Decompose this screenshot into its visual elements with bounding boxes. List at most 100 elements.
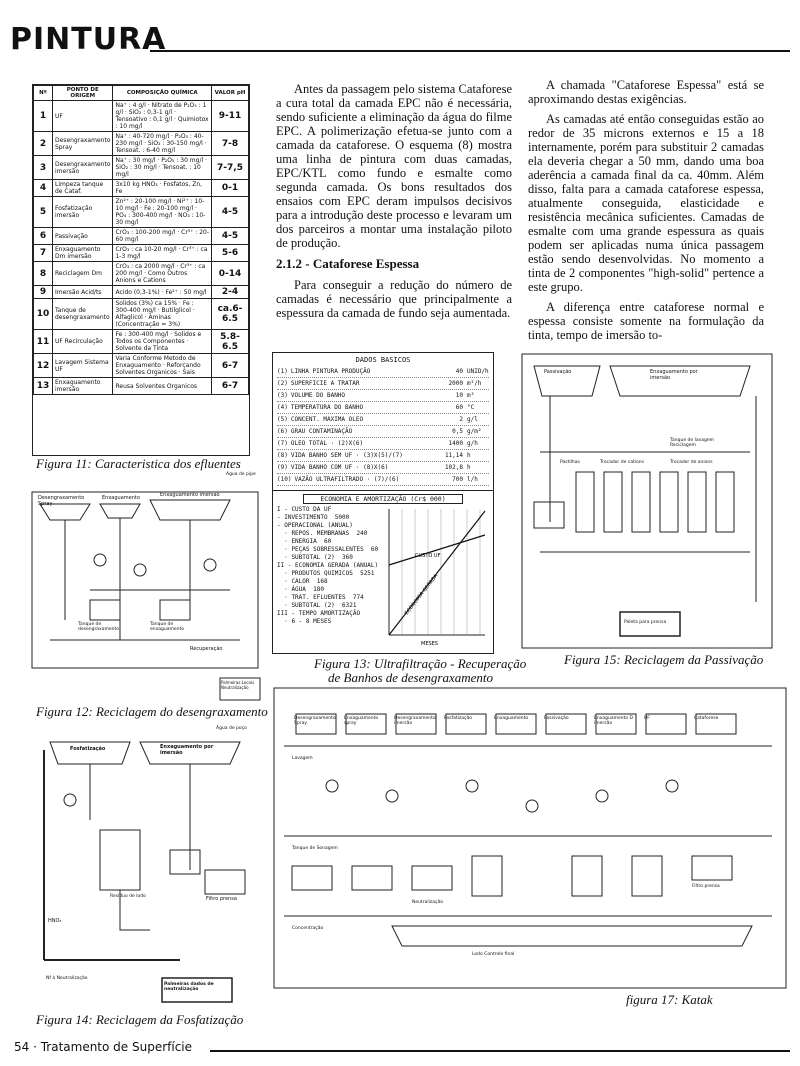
econ-line: · ÁGUA 180	[277, 586, 377, 594]
db-cell-unit: l/h	[467, 474, 489, 485]
col3-paragraph-2: As camadas até então conseguidas estão a…	[528, 112, 764, 294]
db-cell-unit: UNID/h	[467, 366, 489, 377]
row-number: 9	[34, 286, 53, 299]
economy-line	[389, 511, 485, 635]
row-ph: 7-8	[212, 132, 249, 156]
footer-rule	[210, 1050, 790, 1052]
fig13-econ-list: I - CUSTO DA UF- INVESTIMENTO 5000- OPER…	[277, 506, 377, 626]
econ-line: · SUBTOTAL (2) 360	[277, 554, 377, 562]
header-rule	[150, 50, 790, 52]
row-number: 5	[34, 197, 53, 228]
fig12-label-tanque-enx: Tanque de enxaguamento	[150, 622, 200, 632]
row-ph: 5-6	[212, 245, 249, 262]
fig14-label-agua: Água de poço	[216, 726, 247, 731]
econ-line: · SUBTOTAL (2) 6321	[277, 602, 377, 610]
fig11-table-box: Nº PONTO DE ORIGEM COMPOSIÇÃO QUÍMICA VA…	[32, 84, 250, 456]
row-ph: 6-7	[212, 354, 249, 378]
row-composition: CrO₃ : 100-200 mg/l · Cr³⁺ : 20-60 mg/l	[113, 228, 212, 245]
db-cell-label: TEMPERATURA DO BANHO	[288, 402, 456, 413]
db-cell-unit: g/m²	[467, 426, 489, 437]
fig17-label-4: Enxaguamento	[494, 716, 538, 721]
db-cell-val: 11,14	[445, 450, 467, 461]
econ-line: I - CUSTO DA UF	[277, 506, 377, 514]
fig12-label-agua: Agua de pipe	[226, 472, 256, 477]
db-cell-idx: (1)	[277, 366, 288, 377]
db-cell-label: VAZÃO ULTRAFILTRADO · (7)/(6)	[291, 474, 452, 485]
db-row: (10)VAZÃO ULTRAFILTRADO · (7)/(6)700l/h	[277, 474, 489, 486]
row-number: 12	[34, 354, 53, 378]
fig17-label-11: Filtro prensa	[692, 884, 720, 889]
db-cell-idx: (8)	[277, 450, 288, 461]
page-footer: 54 · Tratamento de Superfície	[14, 1040, 192, 1054]
db-cell-idx: (5)	[277, 414, 288, 425]
col3-paragraph-1: A chamada "Cataforese Espessa" está se a…	[528, 78, 764, 106]
fig12-label-enx-imersao: Enxaguamento imersão	[160, 492, 240, 498]
row-number: 6	[34, 228, 53, 245]
econ-line: · REPOS. MEMBRANAS 240	[277, 530, 377, 538]
db-cell-label: LINHA PINTURA PRODUÇÃO	[288, 366, 456, 377]
fig14-label-palmeiras: Palmeiras dados de neutralização	[164, 982, 230, 992]
econ-line: · PRODUTOS QUIMICOS 5251	[277, 570, 377, 578]
row-ph: 5.8-6.5	[212, 330, 249, 354]
fig12-label-tanque-deseng: Tanque de desengraxamento	[78, 622, 126, 632]
fig12-label-enx: Enxaguamento	[102, 495, 140, 501]
fig17-label-2: Desengraxamento imersão	[394, 716, 438, 726]
cost-label: CUSTO UF	[415, 553, 441, 559]
row-composition: Varia Conforme Metodo de Enxaguamento · …	[113, 354, 212, 378]
fig15-diagram: Passivação Enxaguamento por imersão Tanq…	[520, 352, 774, 650]
row-ph: ca.6-6.5	[212, 299, 249, 330]
row-composition: Na⁺ : 30 mg/l · P₂O₅ : 30 mg/l · SiO₂ : …	[113, 156, 212, 180]
row-origin: Limpeza tanque de Cataf.	[53, 180, 113, 197]
db-cell-label: OLEO TOTAL · (2)X(6)	[288, 438, 449, 449]
row-origin: Enxaguamento Dm imersão	[53, 245, 113, 262]
fig14-diagram: Fosfatização Enxaguamento por imersão Ág…	[30, 720, 264, 1008]
db-cell-unit: m³	[467, 390, 489, 401]
fig15-caption: Figura 15: Reciclagem da Passivação	[564, 652, 763, 668]
row-ph: 0-14	[212, 262, 249, 286]
fig17-label-7: UF	[644, 716, 688, 721]
db-cell-unit: m²/h	[467, 378, 489, 389]
row-number: 10	[34, 299, 53, 330]
db-cell-idx: (6)	[277, 426, 288, 437]
fig14-label-fosf: Fosfatização	[70, 746, 105, 752]
row-ph: 7-7,5	[212, 156, 249, 180]
econ-line: III - TEMPO AMORTIZAÇÃO	[277, 610, 377, 618]
fig15-label-trocador-anions: Trocador de anions	[670, 460, 713, 465]
text-column-2: Antes da passagem pelo sistema Catafores…	[276, 82, 512, 326]
db-cell-label: VOLUME DO BANHO	[288, 390, 456, 401]
fig15-label-trocador-cations: Trocador de cations	[600, 460, 644, 465]
row-composition: 3x10 kg HNO₃ · Fosfatos, Zn, Fe	[113, 180, 212, 197]
col-header-n: Nº	[34, 86, 53, 101]
row-number: 3	[34, 156, 53, 180]
db-cell-idx: (2)	[277, 378, 288, 389]
row-origin: Imersão Acid/ts	[53, 286, 113, 299]
col3-paragraph-3: A diferença entre cataforese normal e es…	[528, 300, 764, 342]
db-cell-label: GRAU CONTAMINAÇÃO	[288, 426, 452, 437]
col-header-ph: VALOR pH	[212, 86, 249, 101]
fig15-label-paleta: Paleta para prensa	[624, 620, 666, 625]
fig14-label-hno3: HNO₃	[48, 918, 61, 924]
cost-line	[389, 535, 485, 565]
fig12-diagram: Desengraxamento Spray Enxaguamento Enxag…	[30, 470, 264, 702]
econ-line: II - ECONOMIA GERADA (ANUAL)	[277, 562, 377, 570]
row-composition: CrO₃ : ca 2000 mg/l · Cr³⁺ : ca 200 mg/l…	[113, 262, 212, 286]
db-row: (8)VIDA BANHO SEM UF · (3)X(5)/(7)11,14h	[277, 450, 489, 462]
row-ph: 4-5	[212, 228, 249, 245]
row-ph: 9-11	[212, 101, 249, 132]
fig15-drawing	[520, 352, 774, 650]
econ-line: · PEÇAS SOBRESSALENTES 60	[277, 546, 377, 554]
db-row: (2)SUPERFICIE A TRATAR2000m²/h	[277, 378, 489, 390]
db-cell-unit: °C	[467, 402, 489, 413]
fig17-diagram: Desengraxamento Spray Enxaguamento spray…	[272, 686, 788, 990]
fig12-label-spray: Desengraxamento Spray	[38, 495, 98, 507]
db-cell-val: 10	[456, 390, 467, 401]
